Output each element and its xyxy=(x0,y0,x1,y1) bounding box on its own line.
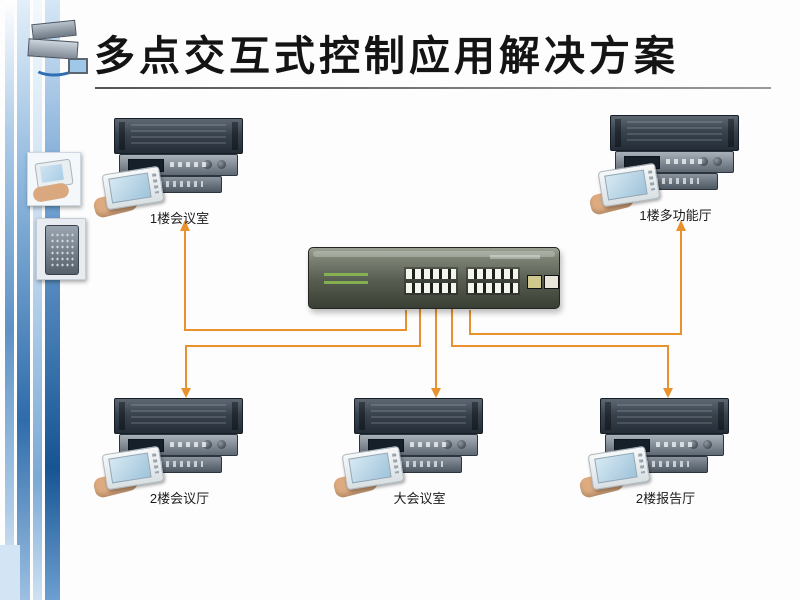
sidebar-stripe xyxy=(33,0,42,600)
touch-panel xyxy=(101,445,165,491)
uplink-port xyxy=(527,275,542,289)
touch-panel xyxy=(341,445,405,491)
rack-device-icon xyxy=(45,225,79,275)
connector-line-bottom-right xyxy=(451,309,669,390)
touch-panel-photo-thumbnail xyxy=(27,152,81,206)
touch-panel xyxy=(597,162,661,208)
page-title: 多点交互式控制应用解决方案 xyxy=(94,33,679,79)
av-rack-node-bottom-left: 2楼会议厅 xyxy=(92,398,247,506)
knob-icon xyxy=(443,440,452,449)
ethernet-switch xyxy=(308,247,560,309)
knob-icon xyxy=(699,157,708,166)
arrowhead-down-icon xyxy=(181,388,191,398)
av-rack-node-top-right: 1楼多功能厅 xyxy=(588,115,743,223)
touch-panel-screen xyxy=(108,172,152,204)
arrowhead-down-icon xyxy=(431,388,441,398)
sidebar-bottom-block xyxy=(0,545,20,600)
sidebar-stripe xyxy=(5,0,14,600)
touch-panel xyxy=(101,165,165,211)
av-rack-node-top-left: 1楼会议室 xyxy=(92,118,247,226)
touch-panel xyxy=(587,445,651,491)
knob-icon xyxy=(217,440,226,449)
port-row xyxy=(468,283,518,293)
av-rack-node-bottom-center: 大会议室 xyxy=(332,398,487,506)
touch-panel-screen xyxy=(594,452,638,484)
rack-unit xyxy=(114,118,243,154)
sidebar-stripe xyxy=(45,0,60,600)
knob-icon xyxy=(203,440,212,449)
node-label: 1楼多功能厅 xyxy=(639,208,712,223)
connector-line-bottom-left xyxy=(185,309,421,390)
arrowhead-down-icon xyxy=(663,388,673,398)
switch-port-block xyxy=(404,267,520,295)
node-label: 1楼会议室 xyxy=(149,211,210,226)
port-row xyxy=(406,269,456,279)
sidebar-stripe xyxy=(17,0,30,600)
av-devices-collage-icon xyxy=(25,19,95,82)
rack-unit xyxy=(114,398,243,434)
device-box-icon xyxy=(27,38,79,60)
node-label: 2楼会议厅 xyxy=(149,491,210,506)
rack-unit xyxy=(354,398,483,434)
switch-brand-mark xyxy=(490,255,540,259)
knob-icon xyxy=(457,440,466,449)
touch-panel-screen xyxy=(348,452,392,484)
uplink-port xyxy=(544,275,559,289)
node-label: 大会议室 xyxy=(393,491,446,506)
touch-panel-screen xyxy=(604,169,648,201)
port-group xyxy=(466,267,520,295)
port-group xyxy=(404,267,458,295)
rack-unit xyxy=(600,398,729,434)
node-label: 2楼报告厅 xyxy=(635,491,696,506)
rack-device-buttons xyxy=(50,232,74,268)
rack-device-photo-thumbnail xyxy=(36,218,86,280)
touch-panel-screen xyxy=(39,163,64,183)
title-divider xyxy=(95,87,771,89)
knob-icon xyxy=(689,440,698,449)
rack-unit xyxy=(610,115,739,151)
knob-icon xyxy=(217,160,226,169)
switch-led-labels xyxy=(324,273,368,289)
touch-panel-screen xyxy=(108,452,152,484)
knob-icon xyxy=(713,157,722,166)
mini-screen-icon xyxy=(68,58,88,74)
port-row xyxy=(406,283,456,293)
knob-icon xyxy=(203,160,212,169)
knob-icon xyxy=(703,440,712,449)
port-row xyxy=(468,269,518,279)
av-rack-node-bottom-right: 2楼报告厅 xyxy=(578,398,733,506)
